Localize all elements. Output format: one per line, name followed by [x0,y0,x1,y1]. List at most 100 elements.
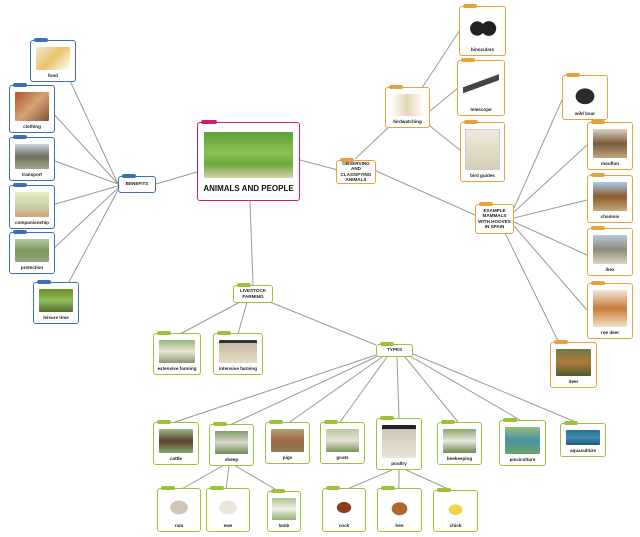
node-tag [122,174,136,178]
link-ex-roedeer [513,225,588,311]
sheep-ram[interactable]: ram [157,486,201,532]
mammal-deer[interactable]: deer [550,340,597,388]
ibex-photo [592,235,628,264]
types-node[interactable]: TYPES [376,342,413,357]
telescope-icon [462,67,500,104]
protection-photo [14,239,50,262]
poultry-hen[interactable]: hen [377,486,422,532]
type-aquaculture[interactable]: aquaculture [560,421,606,457]
system-extensive-farming[interactable]: extensive farming [153,331,201,375]
link-poultry-cock [344,469,393,491]
benefit-leisure-time[interactable]: leisure time [33,280,79,324]
chick-photo [438,497,473,520]
link-observing-examples [375,170,476,216]
type-pigs[interactable]: pigs [265,420,310,464]
goats-photo [325,429,360,452]
link-sheep-lamb [233,464,281,493]
link-ex-boar [513,99,563,209]
link-benefits-clothing [49,109,119,185]
mammal-mouflon[interactable]: mouflon [587,120,633,170]
benefit-clothing[interactable]: clothing [9,83,55,133]
beekeeping-photo [442,429,477,453]
poultry-photo [381,425,417,458]
poultry-chick[interactable]: chick [433,488,478,532]
examples-node[interactable]: EXAMPLE MAMMALS WITH HOOVES IN SPAIN [475,202,514,234]
link-ex-chamois [513,199,588,219]
benefit-protection[interactable]: protection [9,230,55,274]
binoculars-icon [464,13,501,44]
link-t-cattle [174,354,377,423]
system-intensive-farming[interactable]: intensive farming [213,331,263,375]
leisure-time-photo [38,289,74,312]
link-sheep-ram [179,464,225,491]
roe-deer-photo [592,290,628,327]
link-t-goats [339,356,388,423]
link-observing-birdwatching [354,123,393,160]
mouflon-photo [592,129,628,158]
type-pisciculture[interactable]: pisciculture [499,418,546,466]
sheep-lamb[interactable]: lamb [267,489,301,532]
type-beekeeping[interactable]: beekeeping [437,420,482,465]
mammal-wild-boar[interactable]: wild boar [562,73,608,120]
link-bird-telescope [424,87,459,116]
pisciculture-photo [504,427,541,454]
link-t-bee [404,356,459,423]
mammal-roe-deer[interactable]: roe deer [587,281,633,339]
tool-binoculars[interactable]: binoculars [459,4,506,56]
bird-guide-book-photo [464,129,501,170]
node-tag [201,120,217,124]
transport-photo [14,144,50,169]
link-benefits-companionship [51,185,119,206]
type-goats[interactable]: goats [320,420,365,464]
link-benefits-transport [51,159,119,185]
food-photo [35,47,71,70]
girl-with-dog-photo [203,132,294,178]
ewe-photo [211,495,245,520]
hen-photo [382,495,417,520]
benefit-companionship[interactable]: companionship [9,183,55,229]
clothing-photo [14,92,50,121]
link-benefits-protection [51,187,119,251]
sheep-ewe[interactable]: ewe [206,486,250,532]
root-node[interactable]: ANIMALS AND PEOPLE [197,120,300,201]
type-poultry[interactable]: poultry [376,416,422,470]
type-sheep[interactable]: sheep [209,422,254,466]
link-benefits-food [64,69,119,185]
birdwatching-node[interactable]: birdwatching [385,85,430,128]
wild-boar-photo [567,82,603,108]
tool-telescope[interactable]: telescope [457,58,505,116]
birdwatching-photo [390,94,425,116]
benefits-node[interactable]: BENEFITS [118,174,156,193]
companionship-photo [14,192,50,217]
pigs-photo [270,429,305,452]
link-ls-extensive [179,301,241,335]
ram-photo [162,495,196,520]
link-t-aqua [412,353,579,424]
aquaculture-photo [565,430,601,445]
cattle-photo [158,429,194,453]
link-root-benefits [155,171,198,185]
sheep-photo [214,431,249,454]
link-benefits-leisure [61,189,119,296]
link-bird-guides [424,121,461,151]
link-t-sheep [229,355,379,426]
mammal-ibex[interactable]: ibex [587,226,633,276]
link-ls-types [264,299,377,346]
link-sheep-ewe [225,464,230,491]
link-t-poultry [396,356,400,419]
benefit-transport[interactable]: transport [9,135,55,181]
mammal-chamois[interactable]: chamois [587,173,633,223]
type-cattle[interactable]: cattle [153,420,199,465]
link-ex-mouflon [513,144,588,213]
tool-bird-guides[interactable]: bird guides [460,120,505,182]
livestock-node[interactable]: LIVESTOCK FARMING [233,283,273,303]
intensive-farming-photo [219,340,257,363]
link-ex-ibex [513,221,588,256]
benefit-food[interactable]: food [30,38,76,82]
poultry-cock[interactable]: cock [322,486,366,532]
observing-node[interactable]: OBSERVING AND CLASSIFYING ANIMALS [336,158,376,184]
cock-photo [327,495,361,520]
link-t-pisci [409,355,521,421]
chamois-photo [592,182,628,211]
link-root-livestock [249,200,254,286]
